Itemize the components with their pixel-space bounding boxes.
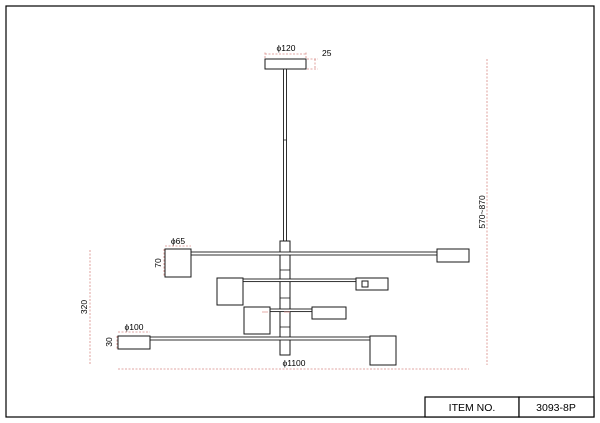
arm-1 <box>164 248 470 278</box>
arm-2 <box>216 277 389 306</box>
arm-3 <box>243 306 347 335</box>
dim-canopy-height: 25 <box>322 48 332 58</box>
item-no-value: 3093-8P <box>536 402 576 414</box>
central-column <box>279 240 291 356</box>
dim-overall-diameter: ϕ1100 <box>282 358 305 368</box>
ceiling-canopy <box>264 58 307 70</box>
dim-canopy-height-lines <box>307 58 318 70</box>
dim-arm-tip-diameter: ϕ100 <box>125 322 144 332</box>
dim-arm-tip-height: 30 <box>104 337 114 347</box>
arm-4 <box>117 335 397 366</box>
drawing-frame <box>5 5 595 418</box>
dim-arm-tip-lines <box>116 331 150 349</box>
dim-body-height: 320 <box>79 300 89 314</box>
dim-shade-lines <box>163 245 191 277</box>
dim-canopy-diameter: ϕ120 <box>277 43 296 53</box>
dim-canopy-diameter-lines <box>264 52 307 58</box>
dim-shade-diameter: ϕ65 <box>171 236 185 246</box>
title-block: ITEM NO. 3093-8P <box>424 396 595 418</box>
dim-hanging-height: 570~870 <box>477 195 487 229</box>
suspension-stem <box>283 68 287 242</box>
dim-shade-length: 70 <box>153 258 163 268</box>
item-no-label: ITEM NO. <box>449 402 496 414</box>
